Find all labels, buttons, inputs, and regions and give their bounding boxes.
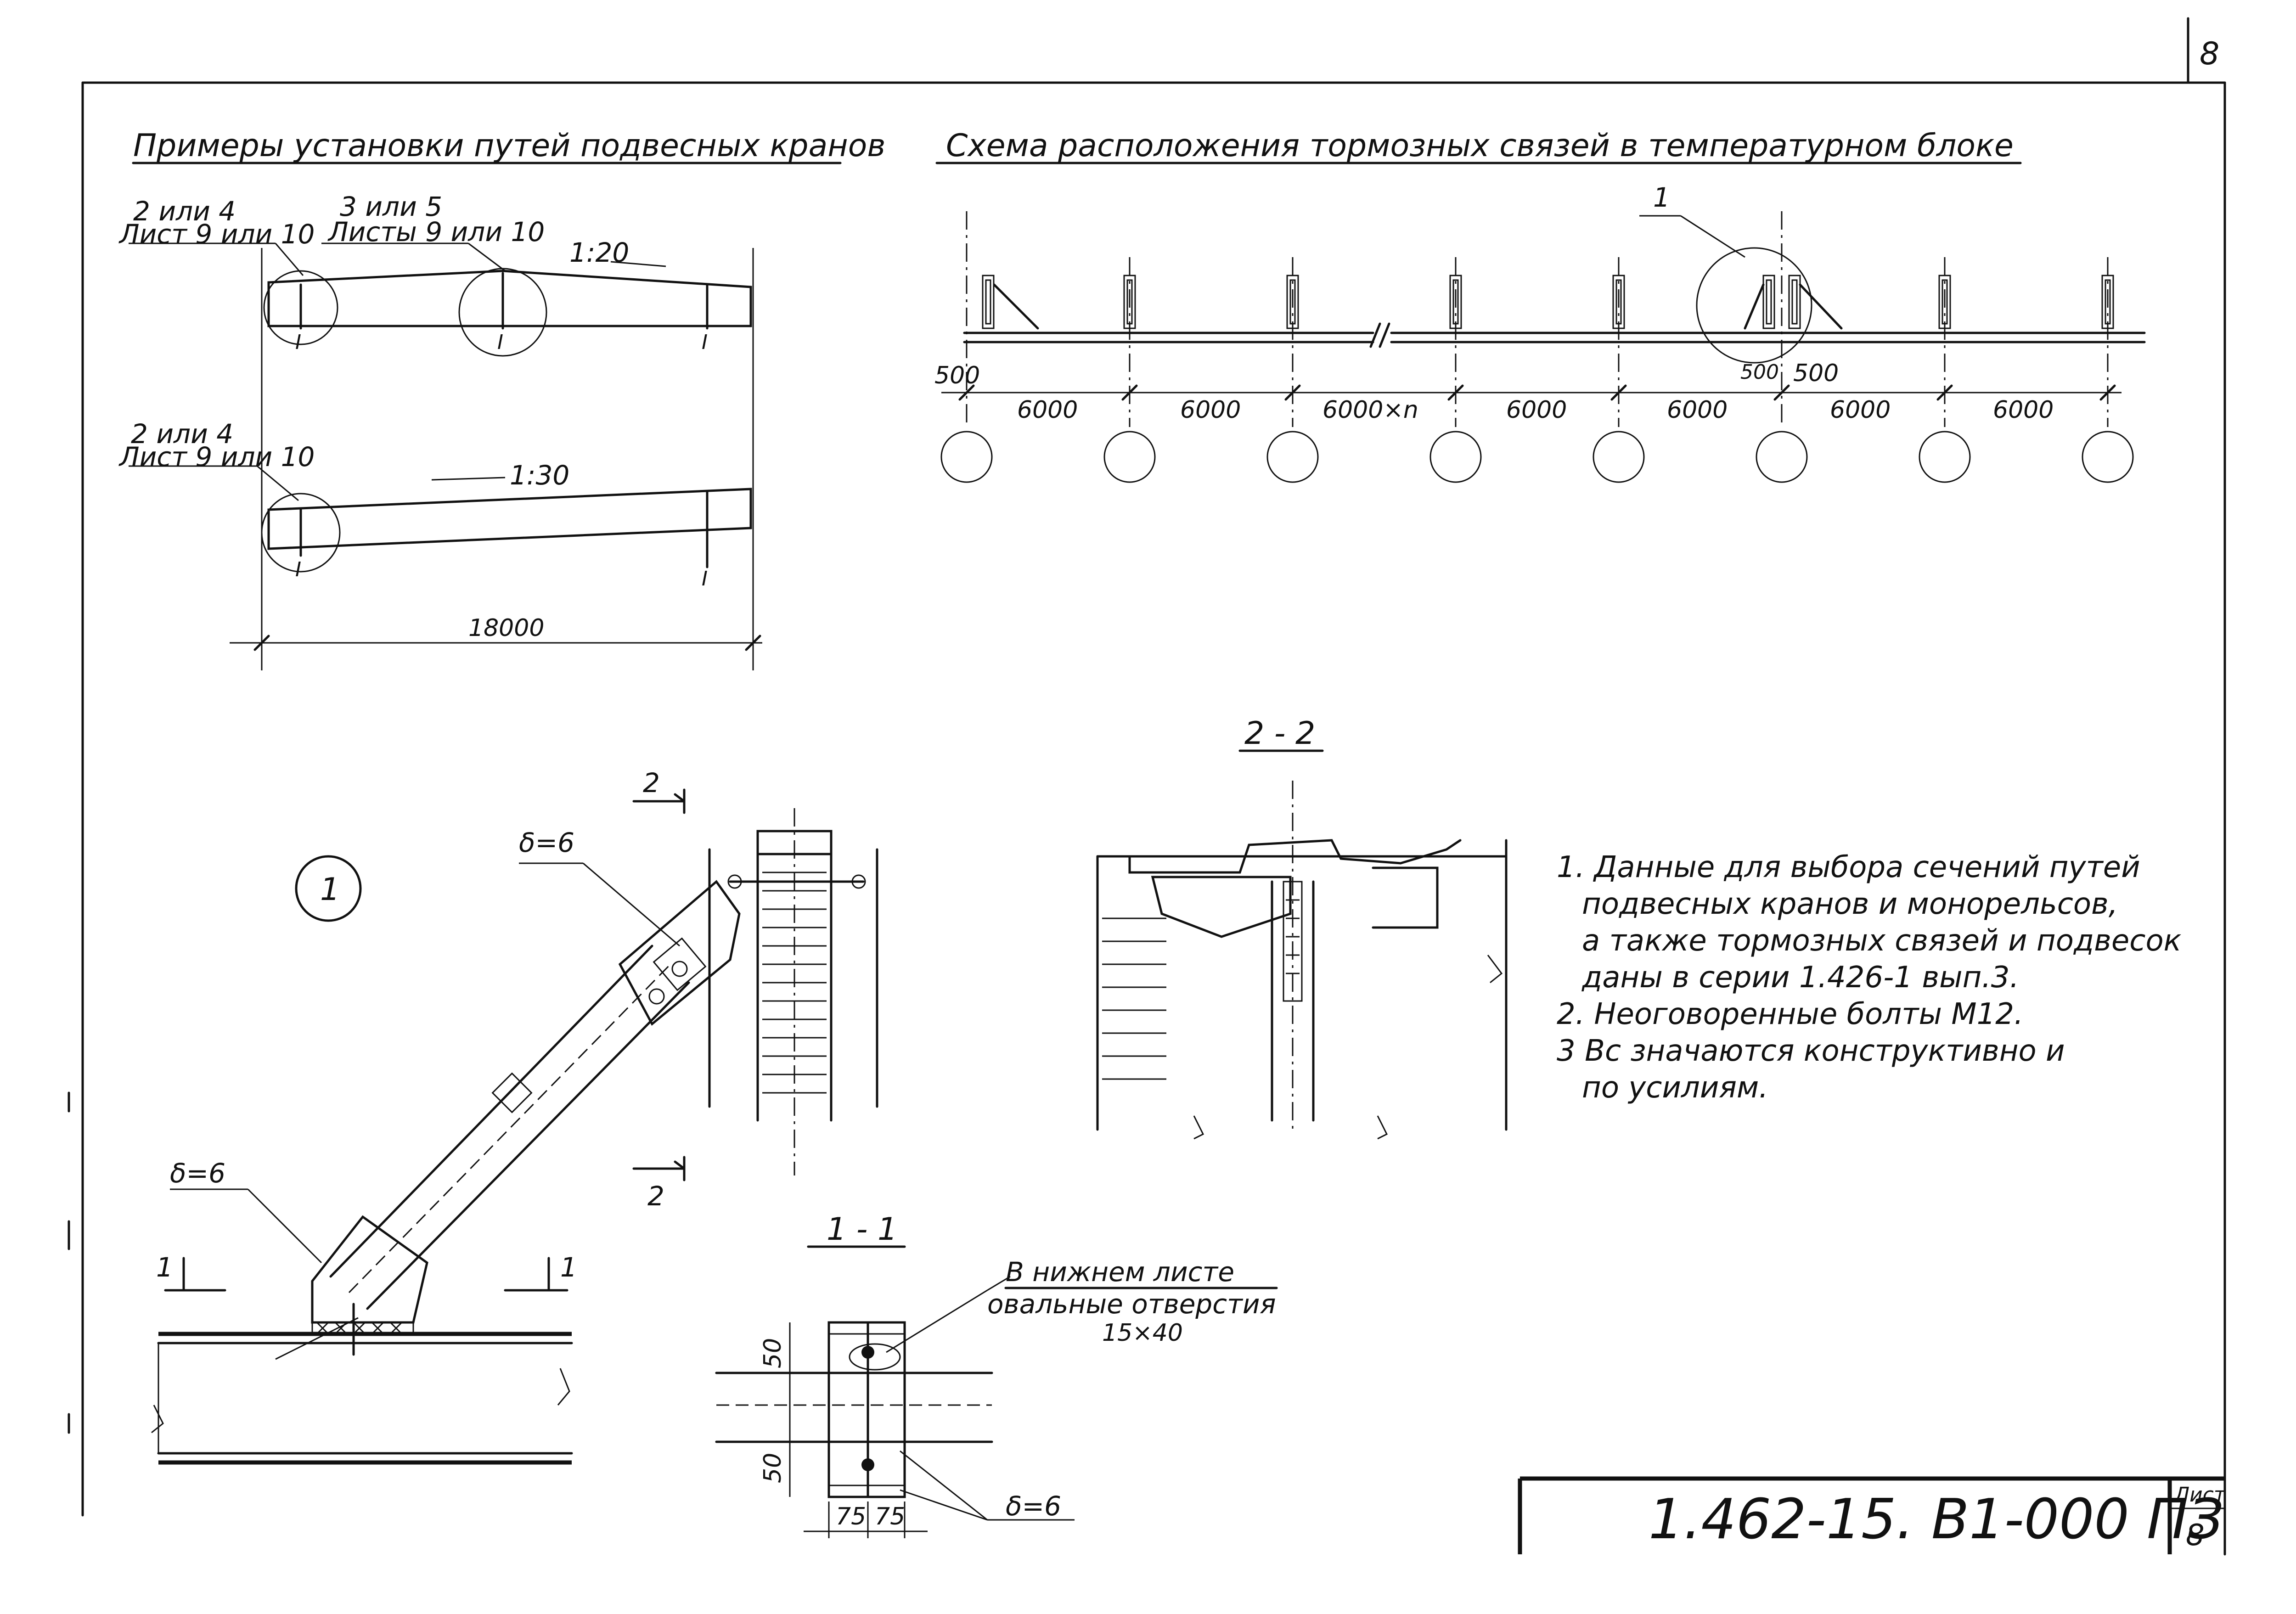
scheme-span-7: 6000 xyxy=(1993,396,2054,424)
examples-block: Примеры установки путей подвесных кранов… xyxy=(118,128,885,670)
scheme-span-6: 6000 xyxy=(1830,396,1891,424)
node-number: 1 xyxy=(320,872,340,908)
scheme-dim-mid-a: 500 xyxy=(1740,360,1779,384)
sheet-frame xyxy=(68,17,2226,1556)
note-1-line-4: даны в серии 1.426-1 вып.3. xyxy=(1581,961,2019,995)
scheme-span-5: 6000 xyxy=(1667,396,1728,424)
scheme-span-3: 6000×n xyxy=(1322,396,1418,424)
section11-note-1: В нижнем листе xyxy=(1006,1256,1234,1288)
node-1-drawing: 1 1 1 xyxy=(151,767,878,1465)
section-mark-bottom: 2 xyxy=(647,1181,664,1212)
scheme-span-4: 6000 xyxy=(1506,396,1567,424)
svg-text:I: I xyxy=(295,331,301,354)
scheme-dim-left: 500 xyxy=(934,362,980,389)
section11-dim-bottom: 50 xyxy=(759,1453,787,1483)
note-3-line-2: по усилиям. xyxy=(1582,1071,1768,1105)
scheme-callout: 1 xyxy=(1653,182,1670,213)
section-2-2-drawing: 2 - 2 xyxy=(1096,715,1508,1140)
stamp-sheet-label: Лист xyxy=(2173,1483,2226,1507)
section11-dim-w1: 75 xyxy=(836,1503,866,1530)
scheme-dim-mid-b: 500 xyxy=(1793,360,1839,387)
beam2-label-left-1: 2 или 4 xyxy=(131,418,233,450)
section11-dim-top: 50 xyxy=(759,1338,787,1368)
cut-mark-left: 1 xyxy=(156,1252,173,1283)
note-1-line-1: 1. Данные для выбора сечений путей xyxy=(1557,850,2140,884)
beam-1-drawing: I I I 2 или 4 Лист 9 или 10 3 или 5 Лист… xyxy=(118,191,754,670)
svg-text:I: I xyxy=(702,331,708,354)
section11-note-2: овальные отверстия xyxy=(987,1288,1276,1320)
beam2-slope: 1:30 xyxy=(510,460,569,491)
svg-text:I: I xyxy=(497,331,503,354)
examples-span: 18000 xyxy=(468,614,544,642)
scheme-span-2: 6000 xyxy=(1180,396,1241,424)
note-2: 2. Неоговоренные болты М12. xyxy=(1557,997,2023,1031)
beam1-slope: 1:20 xyxy=(569,237,629,268)
section11-title: 1 - 1 xyxy=(827,1211,897,1248)
examples-title: Примеры установки путей подвесных кранов xyxy=(133,128,885,164)
note-3-line-1: 3 Вс значаются конструктивно и xyxy=(1557,1034,2065,1068)
section22-title: 2 - 2 xyxy=(1244,715,1315,752)
beam1-label-mid-2: Листы 9 или 10 xyxy=(327,216,545,247)
section11-plate: δ=6 xyxy=(1006,1490,1061,1522)
beam1-label-left-2: Лист 9 или 10 xyxy=(118,219,315,250)
cut-mark-right: 1 xyxy=(560,1252,577,1283)
notes-block: 1. Данные для выбора сечений путей подве… xyxy=(1557,850,2182,1105)
svg-text:I: I xyxy=(702,567,708,590)
section11-dim-w2: 75 xyxy=(875,1503,905,1530)
note-1-line-2: подвесных кранов и монорельсов, xyxy=(1582,887,2118,921)
plate-label-bottom: δ=6 xyxy=(170,1158,225,1189)
section-1-1-drawing: 1 - 1 В нижнем листе овальные отверстия … xyxy=(715,1211,1278,1538)
scheme-title: Схема расположения тормозных связей в те… xyxy=(946,128,2014,164)
beam2-label-left-2: Лист 9 или 10 xyxy=(118,441,315,472)
plate-label-top: δ=6 xyxy=(519,827,574,858)
beam1-label-mid-1: 3 или 5 xyxy=(340,191,442,222)
svg-text:I: I xyxy=(295,558,301,581)
stamp-sheet-number: 8 xyxy=(2186,1518,2205,1552)
beam-2-drawing: I I 2 или 4 Лист 9 или 10 1:30 xyxy=(118,418,752,590)
section11-note-3: 15×40 xyxy=(1102,1319,1183,1347)
beam1-label-left-1: 2 или 4 xyxy=(133,196,236,227)
stamp-code: 1.462-15. В1-000 ПЗ xyxy=(1649,1488,2223,1552)
note-1-line-3: а также тормозных связей и подвесок xyxy=(1582,924,2182,958)
scheme-span-1: 6000 xyxy=(1017,396,1078,424)
page-number-top: 8 xyxy=(2200,36,2219,72)
scheme-block: Схема расположения тормозных связей в те… xyxy=(934,128,2146,483)
section-mark-top: 2 xyxy=(643,767,660,799)
